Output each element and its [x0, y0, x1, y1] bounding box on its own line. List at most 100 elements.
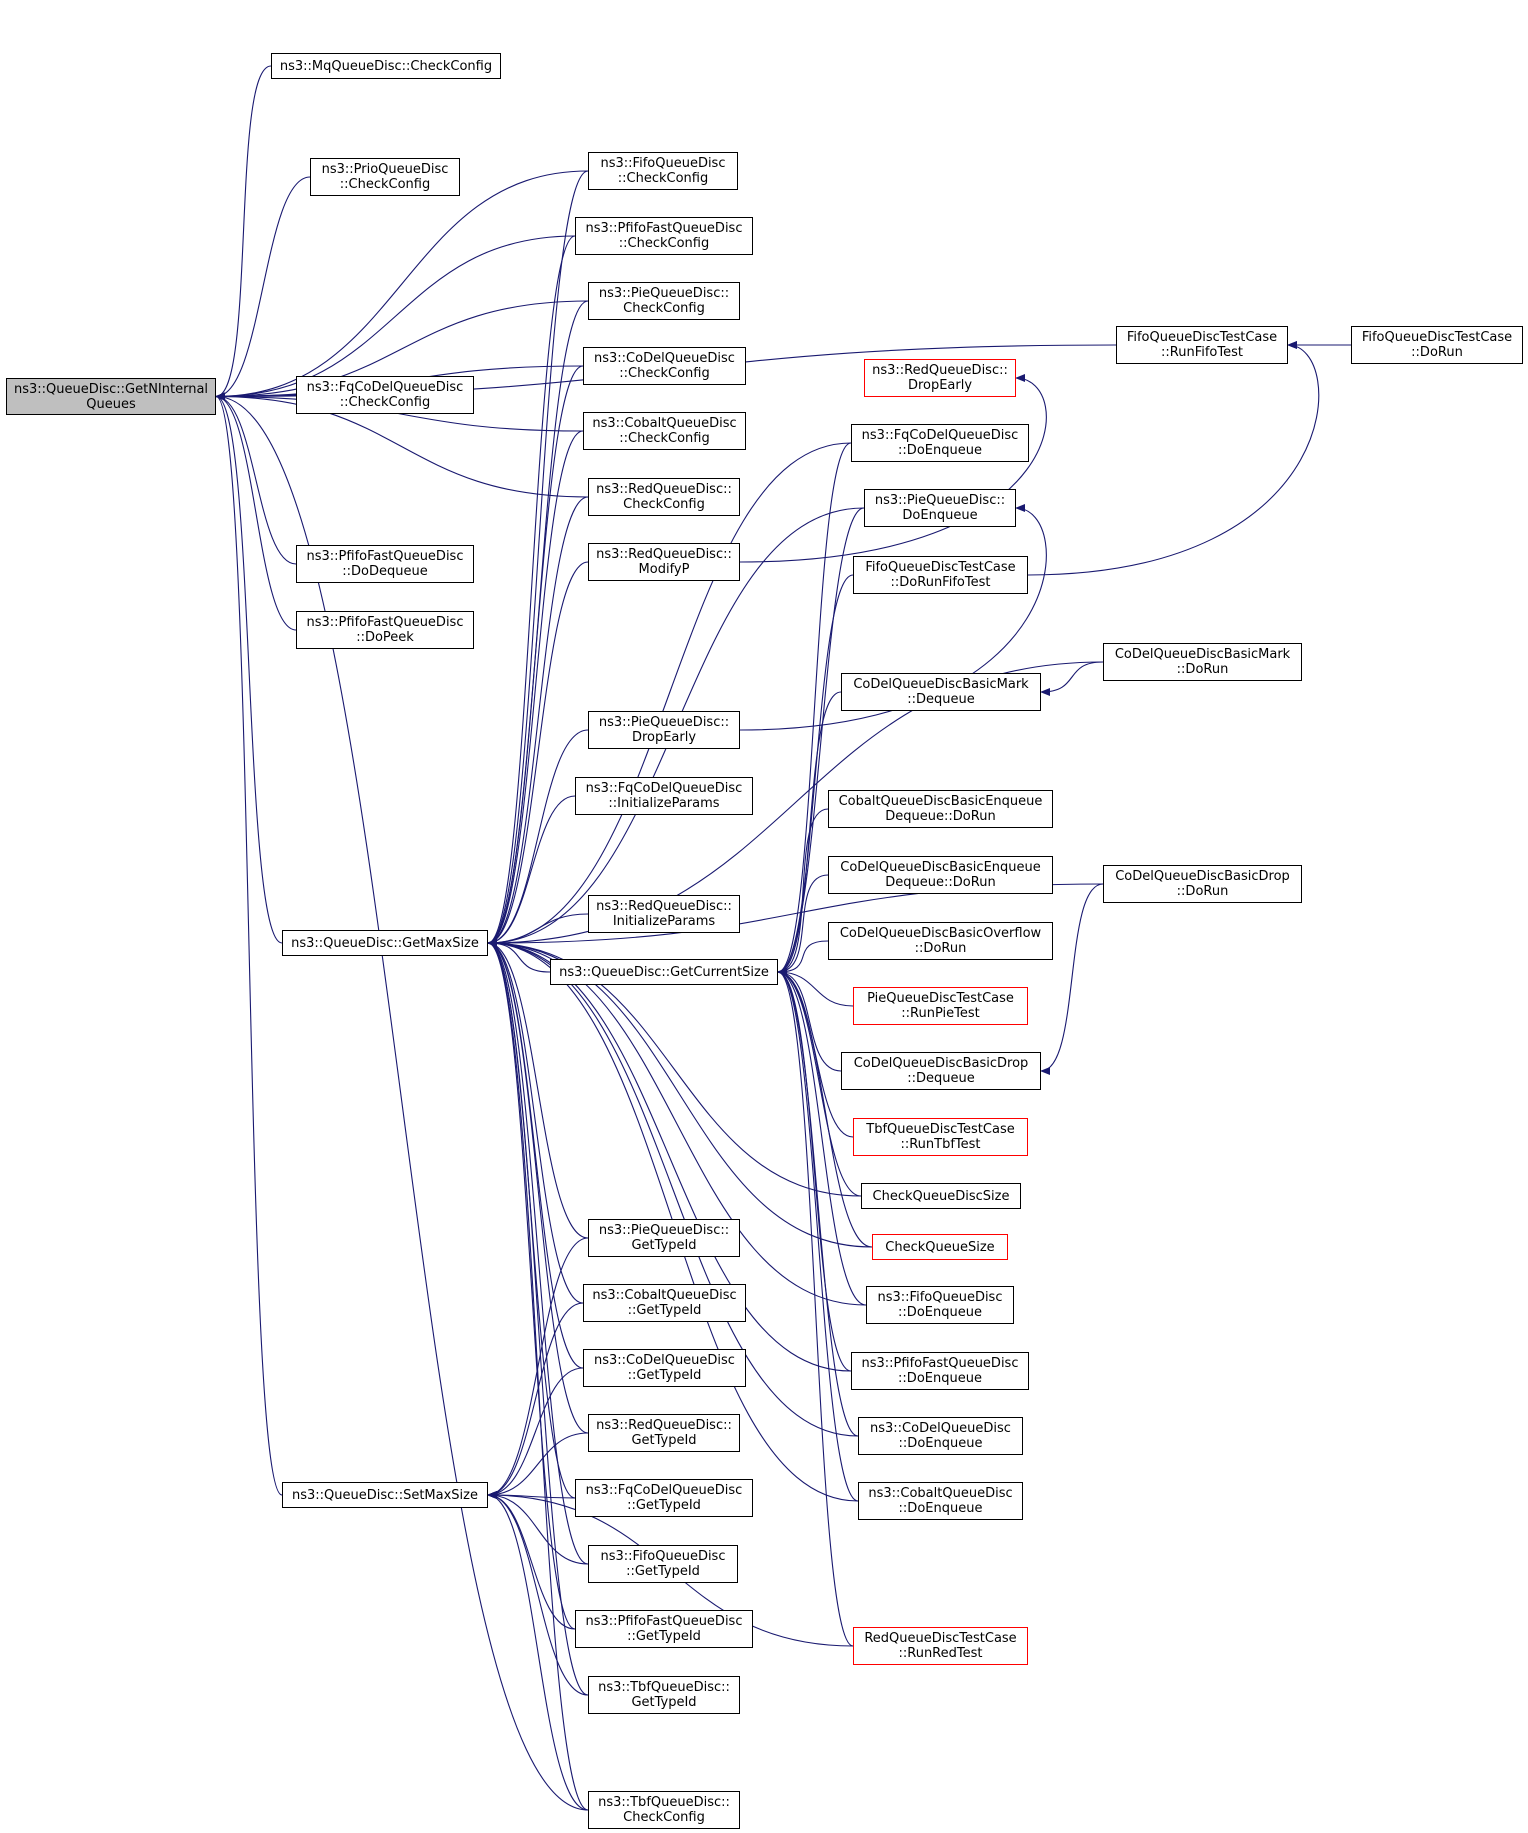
node-checkqueuesize[interactable]: CheckQueueSize — [872, 1234, 1008, 1260]
node-label-line: ::DoEnqueue — [898, 1371, 982, 1386]
node-piequeuedisctestcase-runpietest[interactable]: PieQueueDiscTestCase::RunPieTest — [853, 987, 1028, 1025]
node-fifoqueuedisctestcase-runfifotest[interactable]: FifoQueueDiscTestCase::RunFifoTest — [1116, 326, 1288, 364]
node-queuedisc-setmaxsize[interactable]: ns3::QueueDisc::SetMaxSize — [282, 1482, 488, 1508]
node-cobaltqueuedisc-gettypeid[interactable]: ns3::CobaltQueueDisc::GetTypeId — [583, 1284, 746, 1322]
node-label-line: ns3::RedQueueDisc:: — [596, 482, 732, 497]
node-codelqueuedisc-doenqueue[interactable]: ns3::CoDelQueueDisc::DoEnqueue — [858, 1417, 1023, 1455]
node-pfifofastqueuedisc-dopeek[interactable]: ns3::PfifoFastQueueDisc::DoPeek — [296, 611, 474, 649]
node-label-line: ns3::MqQueueDisc::CheckConfig — [279, 58, 493, 74]
node-label-line: CheckConfig — [623, 1810, 705, 1825]
node-label-line: ::CheckConfig — [617, 171, 709, 186]
edge-fifo_doenqueue-to-getcurrentsize — [777, 968, 867, 1306]
node-checkqueuediscsize[interactable]: CheckQueueDiscSize — [861, 1183, 1021, 1209]
node-label-line: FifoQueueDiscTestCase — [1126, 330, 1278, 345]
node-redqueuedisctestcase-runredtest[interactable]: RedQueueDiscTestCase::RunRedTest — [853, 1627, 1028, 1665]
node-label-line: ns3::PfifoFastQueueDisc — [306, 615, 464, 630]
edge-checkqueuesize-to-getcurrentsize — [777, 968, 873, 1248]
edge-pfifo_dopeek-to-getninternal — [215, 392, 297, 631]
node-fifoqueuedisc-checkconfig[interactable]: ns3::FifoQueueDisc::CheckConfig — [588, 152, 738, 190]
node-pfifofastqueuedisc-dodequeue[interactable]: ns3::PfifoFastQueueDisc::DoDequeue — [296, 545, 474, 583]
node-queuedisc-getcurrentsize[interactable]: ns3::QueueDisc::GetCurrentSize — [550, 959, 778, 985]
node-codelqueuediscbasicdrop-dorun[interactable]: CoDelQueueDiscBasicDrop::DoRun — [1103, 865, 1302, 903]
node-fifoqueuedisctestcase-dorunfifotest[interactable]: FifoQueueDiscTestCase::DoRunFifoTest — [853, 556, 1028, 594]
node-label-line: ns3::QueueDisc::GetNInternal — [13, 381, 209, 397]
node-fqcodelqueuedisc-initializeparams[interactable]: ns3::FqCoDelQueueDisc::InitializeParams — [575, 777, 753, 815]
node-codelqueuediscbasicoverflow-dorun[interactable]: CoDelQueueDiscBasicOverflow::DoRun — [828, 922, 1053, 960]
node-label-line: ns3::TbfQueueDisc:: — [598, 1680, 730, 1695]
node-redqueuedisc-modifyp[interactable]: ns3::RedQueueDisc::ModifyP — [588, 543, 740, 581]
node-label-line: ::GetTypeId — [627, 1303, 702, 1318]
node-label-line: FifoQueueDiscTestCase — [1361, 330, 1513, 345]
node-redqueuedisc-checkconfig[interactable]: ns3::RedQueueDisc::CheckConfig — [588, 478, 740, 516]
node-label-line: ns3::CoDelQueueDisc — [594, 1353, 735, 1368]
node-piequeuedisc-checkconfig[interactable]: ns3::PieQueueDisc::CheckConfig — [588, 282, 740, 320]
edge-cobalt_gettypeid-to-setmaxsize — [487, 1302, 584, 1499]
edge-pie_gettypeid-to-setmaxsize — [487, 1237, 589, 1499]
node-piequeuedisc-gettypeid[interactable]: ns3::PieQueueDisc::GetTypeId — [588, 1219, 740, 1257]
edge-pfifo_doenqueue-to-getcurrentsize — [777, 968, 852, 1372]
node-pfifofastqueuedisc-doenqueue[interactable]: ns3::PfifoFastQueueDisc::DoEnqueue — [851, 1352, 1029, 1390]
node-label-line: ns3::FqCoDelQueueDisc — [306, 380, 464, 395]
node-fifoqueuedisctestcase-dorun[interactable]: FifoQueueDiscTestCase::DoRun — [1351, 326, 1523, 364]
node-label-line: ns3::FqCoDelQueueDisc — [585, 781, 743, 796]
node-codelqueuedisc-gettypeid[interactable]: ns3::CoDelQueueDisc::GetTypeId — [583, 1349, 746, 1387]
node-tbfqueuedisc-checkconfig[interactable]: ns3::TbfQueueDisc::CheckConfig — [588, 1791, 740, 1829]
node-fqcodelqueuedisc-gettypeid[interactable]: ns3::FqCoDelQueueDisc::GetTypeId — [575, 1479, 753, 1517]
node-codelqueuedisc-checkconfig[interactable]: ns3::CoDelQueueDisc::CheckConfig — [583, 347, 746, 385]
node-cobaltqueuedisc-doenqueue[interactable]: ns3::CobaltQueueDisc::DoEnqueue — [858, 1482, 1023, 1520]
node-label-line: ns3::CobaltQueueDisc — [868, 1486, 1013, 1501]
node-fqcodelqueuedisc-checkconfig[interactable]: ns3::FqCoDelQueueDisc::CheckConfig — [296, 376, 474, 414]
edge-red_gettypeid-to-getmaxsize — [487, 939, 589, 1434]
node-label-line: ::CheckConfig — [339, 395, 431, 410]
edge-fifo_gettypeid-to-setmaxsize — [487, 1491, 589, 1565]
node-label-line: ns3::CobaltQueueDisc — [592, 416, 737, 431]
edge-tbf_checkconfig-to-getninternal — [215, 392, 589, 1811]
node-label-line: ::DoDequeue — [342, 564, 428, 579]
node-pfifofastqueuedisc-gettypeid[interactable]: ns3::PfifoFastQueueDisc::GetTypeId — [575, 1610, 753, 1648]
node-label-line: ::CheckConfig — [619, 366, 710, 381]
node-fifoqueuedisc-doenqueue[interactable]: ns3::FifoQueueDisc::DoEnqueue — [866, 1286, 1014, 1324]
node-label-line: ::DoRun — [914, 941, 967, 956]
node-label-line: ns3::PieQueueDisc:: — [598, 286, 730, 301]
node-tbfqueuedisc-gettypeid[interactable]: ns3::TbfQueueDisc::GetTypeId — [588, 1676, 740, 1714]
node-cobaltqueuedisc-checkconfig[interactable]: ns3::CobaltQueueDisc::CheckConfig — [583, 412, 746, 450]
node-label-line: ns3::PfifoFastQueueDisc — [861, 1356, 1019, 1371]
node-prioqueuedisc-checkconfig[interactable]: ns3::PrioQueueDisc::CheckConfig — [310, 158, 460, 196]
node-label-line: ns3::RedQueueDisc:: — [872, 363, 1008, 378]
edge-fifo_gettypeid-to-getmaxsize — [487, 939, 589, 1565]
node-piequeuedisc-doenqueue[interactable]: ns3::PieQueueDisc::DoEnqueue — [864, 489, 1016, 527]
node-redqueuedisc-dropearly[interactable]: ns3::RedQueueDisc::DropEarly — [864, 359, 1016, 397]
edge-fifotc_dorunfifotest-to-fifotc_runfifotest — [1027, 341, 1320, 576]
node-mqqueuedisc-checkconfig[interactable]: ns3::MqQueueDisc::CheckConfig — [271, 53, 501, 79]
node-label-line: CoDelQueueDiscBasicMark — [1114, 647, 1291, 662]
node-label-line: PieQueueDiscTestCase — [867, 991, 1014, 1006]
node-codelqueuediscbasicmark-dequeue[interactable]: CoDelQueueDiscBasicMark::Dequeue — [841, 673, 1041, 711]
node-codelqueuediscbasicdrop-dequeue[interactable]: CoDelQueueDiscBasicDrop::Dequeue — [841, 1052, 1041, 1090]
node-label-line: GetTypeId — [631, 1433, 697, 1448]
node-pfifofastqueuedisc-checkconfig[interactable]: ns3::PfifoFastQueueDisc::CheckConfig — [575, 217, 753, 255]
node-label-line: ::CheckConfig — [619, 431, 710, 446]
node-tbfqueuedisctestcase-runtbftest[interactable]: TbfQueueDiscTestCase::RunTbfTest — [853, 1118, 1028, 1156]
node-fifoqueuedisc-gettypeid[interactable]: ns3::FifoQueueDisc::GetTypeId — [588, 1545, 738, 1583]
node-label-line: CheckConfig — [623, 301, 705, 316]
node-label-line: CheckQueueSize — [885, 1239, 995, 1255]
edge-fqcodel_doenqueue-to-getcurrentsize — [777, 442, 852, 976]
node-codelqueuediscbasicmark-dorun[interactable]: CoDelQueueDiscBasicMark::DoRun — [1103, 643, 1302, 681]
node-piequeuedisc-dropearly[interactable]: ns3::PieQueueDisc::DropEarly — [588, 711, 740, 749]
node-label-line: CheckQueueDiscSize — [872, 1188, 1010, 1204]
edge-cobalt_checkconfig-to-getmaxsize — [487, 430, 584, 947]
edge-codel_encdeq_dorun-to-getcurrentsize — [777, 874, 829, 976]
edge-fifo_checkconfig-to-getmaxsize — [487, 170, 589, 947]
node-label-line: ::DoRun — [1176, 662, 1229, 677]
node-label-line: ns3::CoDelQueueDisc — [870, 1421, 1011, 1436]
edge-red_gettypeid-to-setmaxsize — [487, 1432, 589, 1499]
node-redqueuedisc-gettypeid[interactable]: ns3::RedQueueDisc::GetTypeId — [588, 1414, 740, 1452]
node-queuedisc-getmaxsize[interactable]: ns3::QueueDisc::GetMaxSize — [282, 930, 488, 956]
node-fqcodelqueuedisc-doenqueue[interactable]: ns3::FqCoDelQueueDisc::DoEnqueue — [851, 424, 1029, 462]
node-label-line: ns3::FqCoDelQueueDisc — [861, 428, 1019, 443]
node-label-line: ::DoEnqueue — [898, 1436, 983, 1451]
node-redqueuedisc-initializeparams[interactable]: ns3::RedQueueDisc::InitializeParams — [588, 895, 740, 933]
